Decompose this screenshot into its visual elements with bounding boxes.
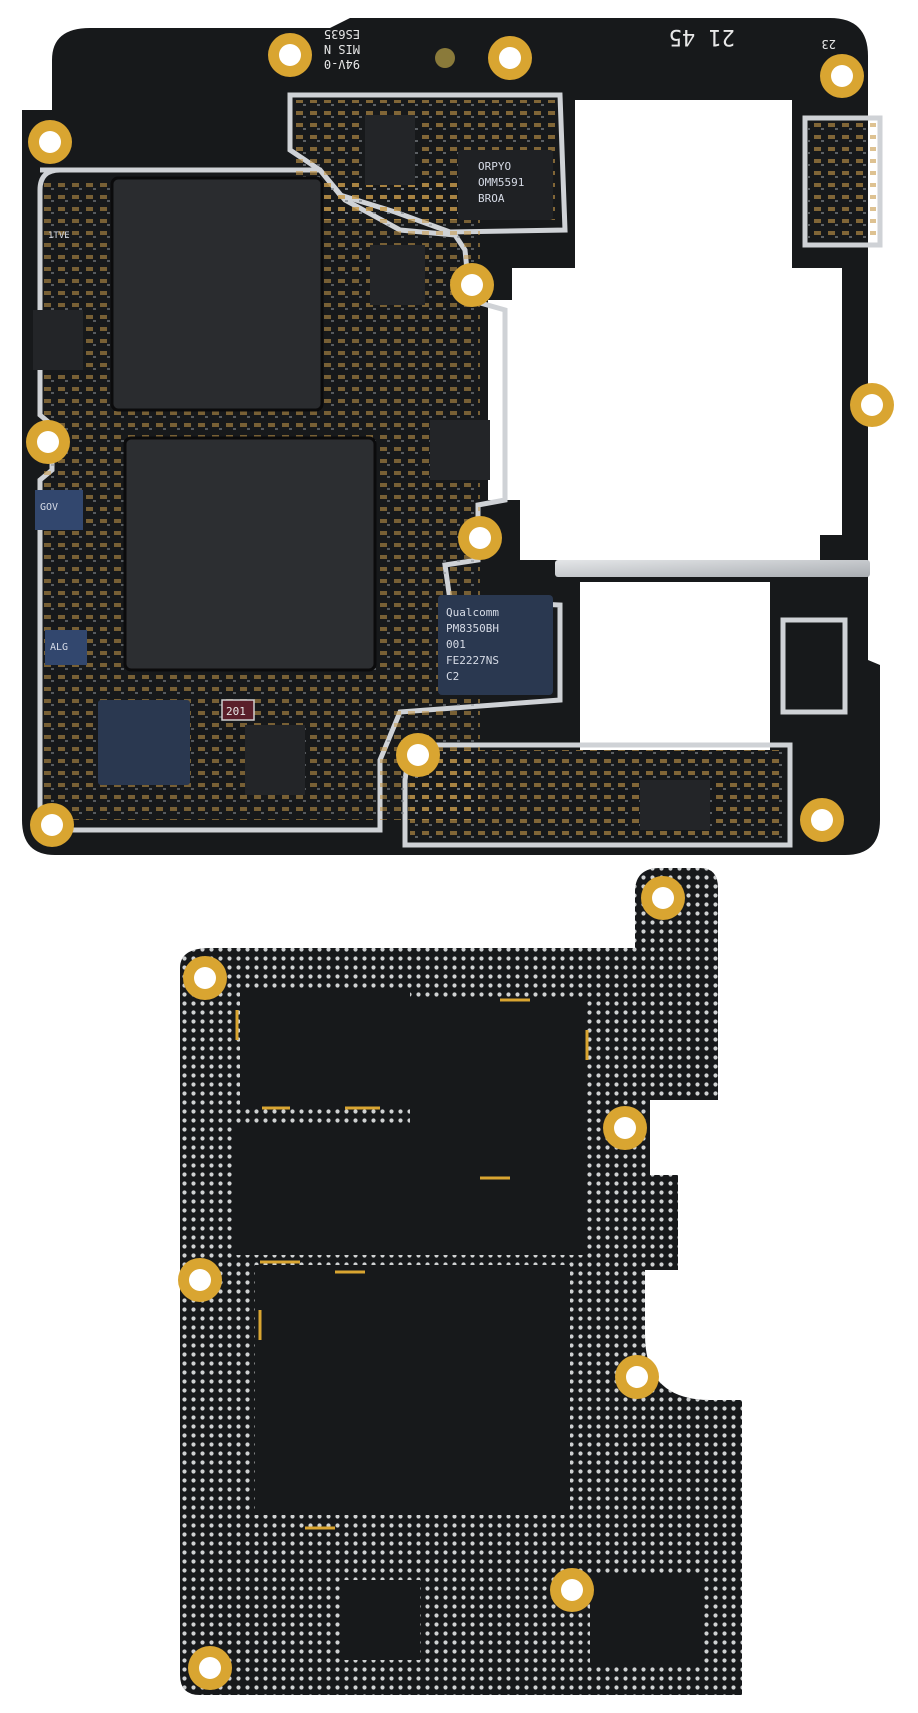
mounting-hole-icon <box>396 733 440 777</box>
mounting-hole-icon <box>603 1106 647 1150</box>
mounting-hole-icon <box>435 48 455 68</box>
pmic-label-5: C2 <box>446 670 459 683</box>
mounting-hole-icon <box>26 420 70 464</box>
chip-small-d <box>33 310 83 370</box>
smd-field-right <box>808 122 876 240</box>
shield-bar <box>555 560 870 577</box>
mounting-hole-icon <box>488 36 532 80</box>
top-mounting-holes <box>26 33 894 847</box>
mounting-hole-icon <box>820 54 864 98</box>
memory-label-2: OMM5591 <box>478 176 524 189</box>
mounting-hole-icon <box>850 383 894 427</box>
memory-label-3: BROA <box>478 192 505 205</box>
side-chip-label-3: 1TVE <box>48 231 70 241</box>
mounting-hole-icon <box>28 120 72 164</box>
resistor-label: 201 <box>226 705 246 718</box>
chip-side-blue-b <box>45 630 87 665</box>
bottom-footprints <box>235 988 700 1665</box>
soc-chip <box>110 176 324 412</box>
smd-field-bottom <box>410 750 785 840</box>
side-chip-label-1: GOV <box>40 502 58 513</box>
side-chip-label-2: ALG <box>50 642 68 653</box>
chip-small-e <box>365 115 415 185</box>
chip-small-b <box>430 420 490 480</box>
mounting-hole-icon <box>615 1355 659 1399</box>
bottom-gold-marks <box>235 998 589 1530</box>
serial-line-1: ES635 <box>324 27 360 41</box>
pmic-label-4: FE2227NS <box>446 654 499 667</box>
mounting-hole-icon <box>800 798 844 842</box>
pmic-label-2: PM8350BH <box>446 622 499 635</box>
mounting-hole-icon <box>268 33 312 77</box>
pmic-label-1: Qualcomm <box>446 606 499 619</box>
serial-line-2: MIS N <box>324 42 360 56</box>
bottom-board <box>178 868 742 1695</box>
top-board: 21 45 23 ES635 MIS N 94V-0 ORPYO OMM5591… <box>22 18 894 855</box>
ram-chip <box>123 436 377 672</box>
chip-small-f <box>640 780 710 830</box>
pmic-label-3: 001 <box>446 638 466 651</box>
chip-small-c <box>245 725 305 795</box>
chip-side-blue-a <box>35 490 83 530</box>
mounting-hole-icon <box>183 956 227 1000</box>
mounting-hole-icon <box>178 1258 222 1302</box>
mounting-hole-icon <box>641 876 685 920</box>
serial-line-3: 94V-0 <box>324 57 360 71</box>
resistor-201 <box>221 699 255 721</box>
memory-label-1: ORPYO <box>478 160 511 173</box>
board-code: 21 45 <box>669 24 735 49</box>
mounting-hole-icon <box>458 516 502 560</box>
pmic-chip <box>438 595 553 695</box>
corner-code: 23 <box>822 37 836 51</box>
mounting-hole-icon <box>450 263 494 307</box>
memory-chip <box>458 150 553 220</box>
mounting-hole-icon <box>30 803 74 847</box>
mounting-hole-icon <box>188 1646 232 1690</box>
chip-small-a <box>370 245 425 305</box>
chip-left-pmic <box>98 700 190 785</box>
mounting-hole-icon <box>550 1568 594 1612</box>
bottom-mounting-holes <box>178 876 685 1690</box>
